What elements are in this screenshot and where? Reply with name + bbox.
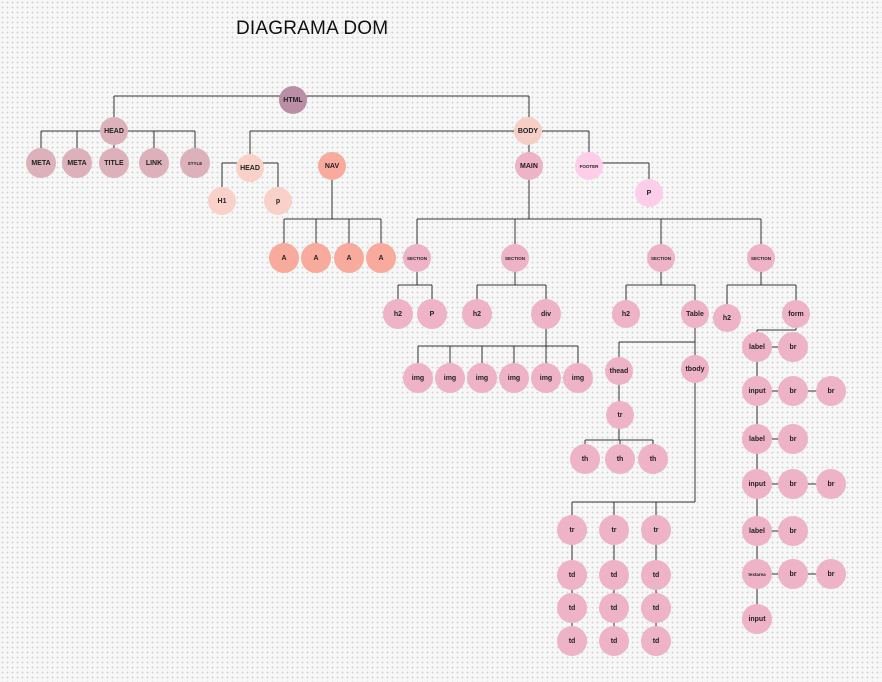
node-input3: input (742, 604, 772, 634)
diagram-title: DIAGRAMA DOM (236, 18, 389, 39)
node-td31: td (641, 560, 671, 590)
node-footer: FOOTER (575, 152, 603, 180)
node-th3: th (638, 444, 668, 474)
node-br5: br (778, 469, 808, 499)
node-input2: input (742, 469, 772, 499)
node-td22: td (599, 593, 629, 623)
node-s1h2: h2 (383, 299, 413, 329)
node-bhead: HEAD (236, 154, 264, 182)
node-s2h2: h2 (462, 299, 492, 329)
node-th2: th (605, 444, 635, 474)
node-br3: br (816, 376, 846, 406)
node-s1p: P (417, 299, 447, 329)
node-link: LINK (139, 148, 169, 178)
node-img3: img (467, 363, 497, 393)
node-s4h2: h2 (713, 304, 741, 332)
node-tr1: tr (557, 515, 587, 545)
node-br8: br (778, 559, 808, 589)
node-td12: td (557, 593, 587, 623)
node-tr3: tr (641, 515, 671, 545)
node-sec3: SECTION (647, 244, 675, 272)
node-p1: p (264, 187, 292, 215)
node-input1: input (742, 376, 772, 406)
node-label2: label (742, 424, 772, 454)
node-tbody: tbody (681, 355, 709, 383)
node-td11: td (557, 560, 587, 590)
node-br1: br (778, 332, 808, 362)
node-br7: br (778, 516, 808, 546)
node-style: STYLE (180, 148, 210, 178)
node-s3h2: h2 (612, 300, 640, 328)
node-a2: A (301, 243, 331, 273)
node-main: MAIN (515, 152, 543, 180)
node-br9: br (816, 559, 846, 589)
node-label1: label (742, 332, 772, 362)
node-sec2: SECTION (501, 244, 529, 272)
node-img4: img (499, 363, 529, 393)
node-img5: img (531, 363, 561, 393)
node-head: HEAD (100, 117, 128, 145)
node-meta1: META (26, 148, 56, 178)
node-nav: NAV (318, 152, 346, 180)
node-td21: td (599, 560, 629, 590)
node-thead: thead (605, 357, 633, 385)
node-form: form (782, 300, 810, 328)
node-sec4: SECTION (747, 244, 775, 272)
node-img6: img (563, 363, 593, 393)
node-textarea: textarea (742, 559, 772, 589)
node-sec1: SECTION (403, 244, 431, 272)
node-body: BODY (514, 117, 542, 145)
node-br2: br (778, 376, 808, 406)
node-td13: td (557, 626, 587, 656)
node-table: Table (681, 300, 709, 328)
node-img1: img (403, 363, 433, 393)
node-h1: H1 (208, 187, 236, 215)
node-br4: br (778, 424, 808, 454)
node-a4: A (366, 243, 396, 273)
node-div: div (531, 299, 561, 329)
node-title: TITLE (99, 148, 129, 178)
node-a3: A (334, 243, 364, 273)
node-td32: td (641, 593, 671, 623)
node-trh: tr (606, 401, 634, 429)
node-label3: label (742, 516, 772, 546)
node-tr2: tr (599, 515, 629, 545)
node-td33: td (641, 626, 671, 656)
node-fp: P (635, 179, 663, 207)
node-meta2: META (62, 148, 92, 178)
node-br6: br (816, 469, 846, 499)
node-img2: img (435, 363, 465, 393)
node-a1: A (269, 243, 299, 273)
node-html: HTML (279, 86, 307, 114)
node-th1: th (570, 444, 600, 474)
node-td23: td (599, 626, 629, 656)
